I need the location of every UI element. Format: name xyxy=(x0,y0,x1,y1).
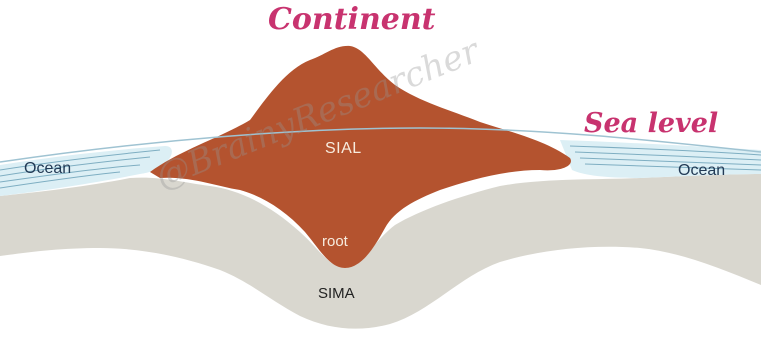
root-label: root xyxy=(322,233,348,250)
ocean-left-label: Ocean xyxy=(24,160,71,178)
sea-level-label: Sea level xyxy=(584,108,718,139)
continent-label: Continent xyxy=(268,2,436,37)
sima-label: SIMA xyxy=(318,285,355,302)
sial-label: SIAL xyxy=(325,140,362,158)
ocean-right-label: Ocean xyxy=(678,162,725,180)
